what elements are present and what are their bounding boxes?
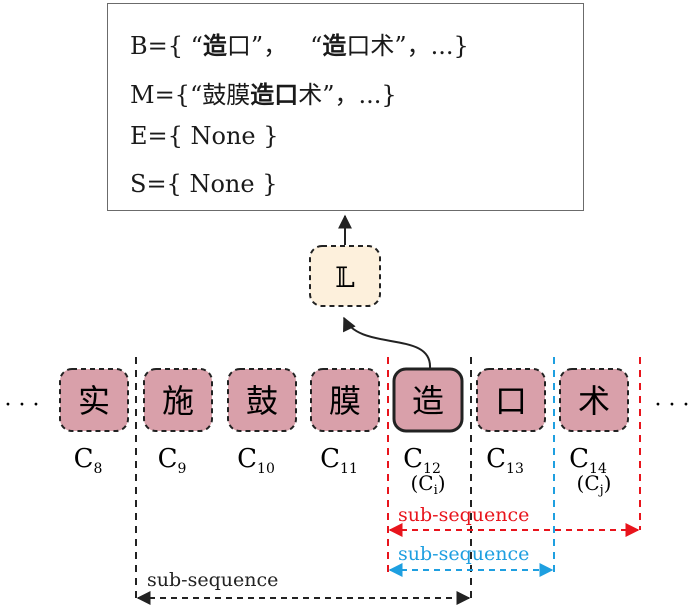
char-index-label: C12 [403, 444, 441, 477]
char-glyph: 实 [78, 382, 110, 420]
set-m-q1-rest: 术”，...} [298, 81, 397, 109]
char-glyph: 施 [162, 382, 194, 420]
blue-subsequence-label: sub-sequence [398, 543, 529, 565]
char-node-13: 口 C13 [476, 368, 546, 477]
char-box [559, 368, 629, 432]
char-index-label: C8 [74, 444, 103, 477]
set-m-q1-open: “鼓膜 [189, 81, 251, 109]
char-node-8: 实 C8 [59, 368, 129, 477]
set-m-line: M={“鼓膜造口术”，...} [130, 75, 397, 110]
lexicon-node [309, 245, 381, 307]
char-node-11: 膜 C11 [310, 368, 380, 477]
set-b-q1-bold: 造 [202, 31, 227, 60]
char-node-12: 造 C12(Ci) [392, 367, 464, 498]
red-subsequence-label: sub-sequence [398, 504, 529, 526]
char-index-label: C11 [320, 444, 358, 477]
lexicon-label: 𝕃 [335, 261, 355, 294]
set-b-q1-rest: 口”， [226, 32, 288, 60]
ellipsis-right: · · · [655, 393, 690, 418]
char-box [310, 368, 380, 432]
char-to-lexicon-arrow [343, 316, 432, 369]
char-index-label: C10 [237, 444, 275, 477]
char-glyph: 造 [412, 382, 444, 420]
char-alias-label: (Ci) [410, 471, 445, 498]
char-glyph: 口 [495, 382, 527, 420]
set-b-prefix: B={ [130, 32, 184, 60]
black-subsequence-label: sub-sequence [147, 569, 278, 591]
char-box [476, 368, 546, 432]
character-sequence: 实 C8 施 C9 鼓 C10 膜 C11 造 C12(Ci) 口 C13 术 C14(Cj) [59, 367, 629, 498]
char-box [59, 368, 129, 432]
char-index-label: C13 [486, 444, 524, 477]
char-glyph: 鼓 [246, 382, 278, 420]
set-e-line: E={ None } [130, 122, 279, 150]
char-glyph: 术 [578, 382, 610, 420]
char-node-14: 术 C14(Cj) [559, 368, 629, 498]
matched-words-box: B={ “造口”， “造口术”，...} M={“鼓膜造口术”，...} E={… [107, 3, 584, 211]
set-b-q2-open: “ [310, 32, 323, 60]
set-m-prefix: M={ [130, 81, 190, 109]
set-b-q2-bold: 造 [322, 31, 347, 60]
char-index-label: C14 [569, 444, 607, 477]
set-m-q1-bold: 造口 [250, 80, 299, 109]
set-s-line: S={ None } [130, 170, 278, 198]
char-index-label: C9 [158, 444, 187, 477]
char-glyph: 膜 [329, 382, 361, 420]
set-b-q1-open: “ [183, 32, 203, 60]
ellipsis-left: · · · [5, 393, 40, 418]
set-b-line: B={ “造口”， “造口术”，...} [130, 26, 469, 61]
set-b-q2-rest: 口术”，...} [346, 32, 469, 60]
char-box [143, 368, 213, 432]
char-box [227, 368, 297, 432]
char-alias-label: (Cj) [577, 471, 612, 498]
char-node-10: 鼓 C10 [227, 368, 297, 477]
char-box [392, 367, 464, 433]
char-node-9: 施 C9 [143, 368, 213, 477]
